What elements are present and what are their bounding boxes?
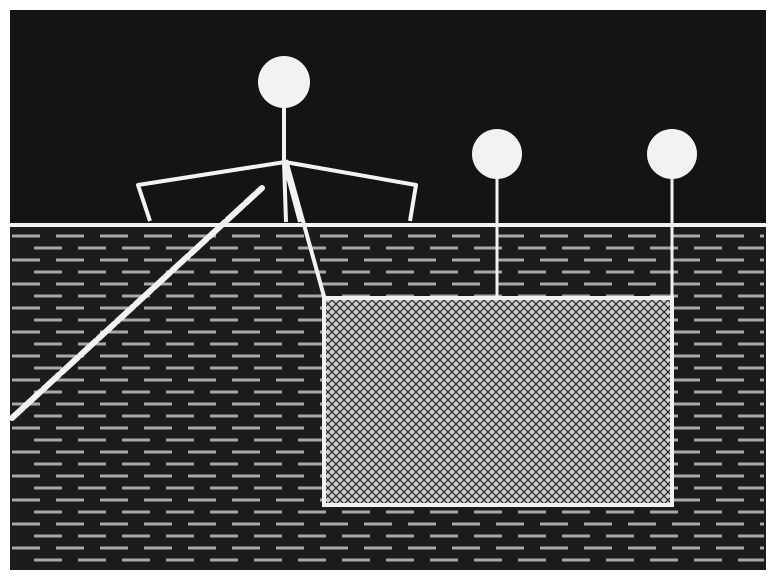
night-sky xyxy=(10,10,766,225)
buoy-icon xyxy=(472,129,522,179)
fishing-net xyxy=(324,298,672,505)
fisherman-head xyxy=(258,56,310,108)
buoy-icon xyxy=(647,129,697,179)
